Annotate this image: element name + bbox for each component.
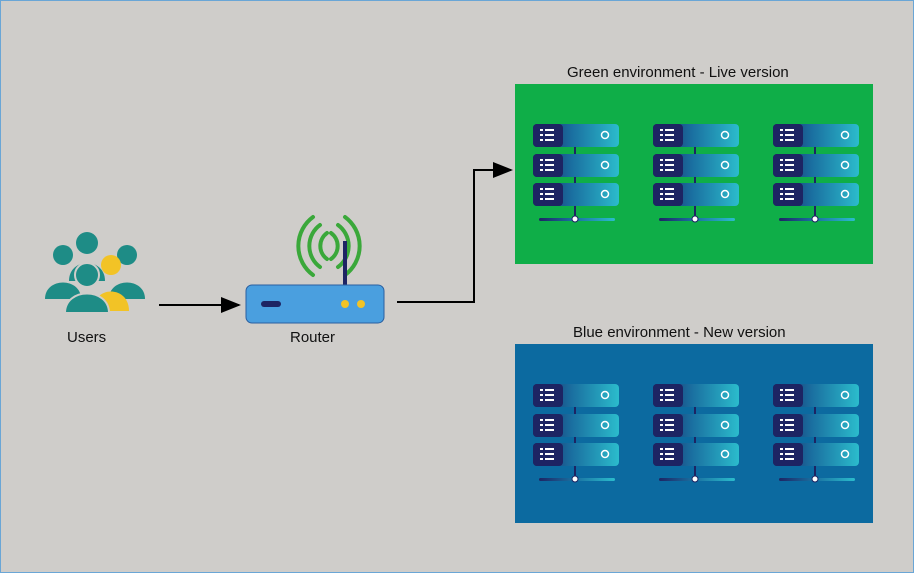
server-rack-icon — [651, 124, 743, 224]
router-to-green-arrow — [397, 162, 513, 303]
server-rack-icon — [531, 384, 623, 484]
blue-environment-panel — [515, 344, 873, 523]
router-label: Router — [290, 329, 336, 346]
server-rack-icon — [651, 384, 743, 484]
server-rack-icon — [771, 384, 863, 484]
green-env-title: Green environment - Live version — [567, 64, 789, 81]
users-group-icon — [45, 232, 145, 314]
server-rack-icon — [771, 124, 863, 224]
blue-env-title: Blue environment - New version — [573, 324, 786, 341]
users-label: Users — [67, 329, 107, 346]
wifi-router-icon — [245, 215, 385, 324]
green-environment-panel — [515, 84, 873, 264]
server-rack-icon — [531, 124, 623, 224]
